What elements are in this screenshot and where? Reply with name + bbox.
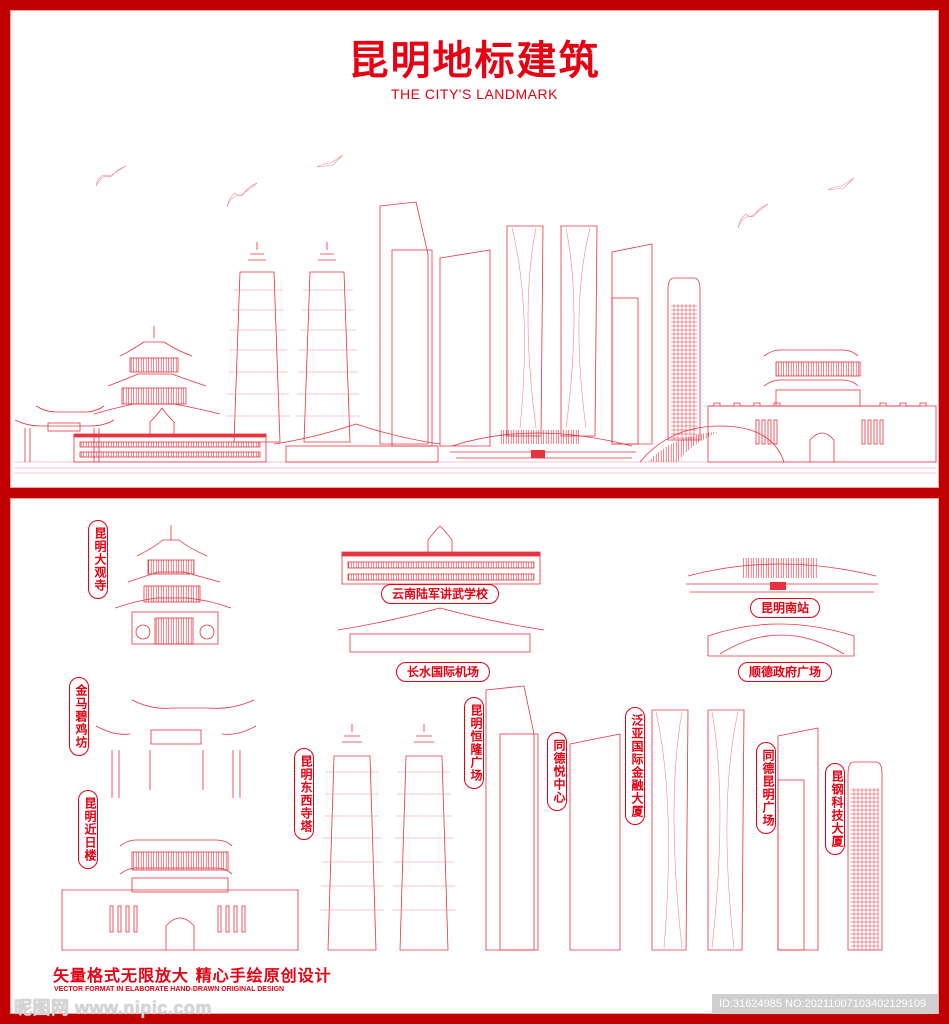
skyline-fanya-twin-towers xyxy=(506,225,598,437)
shunde-plaza-illustration xyxy=(707,623,855,657)
daguan-pavilion-illustration xyxy=(114,525,232,645)
skyline-dongxi-pagodas xyxy=(226,242,360,443)
skyline-jinri-tower xyxy=(707,349,937,463)
label-fanya: 泛亚国际金融大厦 xyxy=(625,707,645,825)
label-dongxi: 昆明东西寺塔 xyxy=(294,748,314,840)
label-jiangwu: 云南陆军讲武学校 xyxy=(381,584,500,604)
skyline-panel xyxy=(10,10,939,488)
ground-lines xyxy=(14,461,936,474)
jiangwu-school-illustration xyxy=(341,525,541,585)
slogan-english: VECTOR FORMAT IN ELABORATE HAND-DRAWN OR… xyxy=(54,986,285,993)
page-title: 昆明地标建筑 xyxy=(348,38,601,84)
henglong-tower-illustration xyxy=(485,685,539,951)
label-tongde-yue: 同德悦中心 xyxy=(547,732,567,811)
jinma-archway-illustration xyxy=(95,699,257,798)
skyline-tongde-yue-tower xyxy=(439,249,491,447)
airport-illustration xyxy=(337,607,545,653)
label-tongde-km: 同德昆明广场 xyxy=(756,742,776,834)
skyline-airport xyxy=(273,423,441,463)
slogan-chinese: 矢量格式无限放大 精心手绘原创设计 xyxy=(53,966,332,985)
skyline-tongde-km-tower xyxy=(611,243,653,445)
skyline-south-station xyxy=(450,430,636,459)
label-south-station: 昆明南站 xyxy=(750,598,821,618)
bird-icons xyxy=(95,154,855,229)
tongde-km-tower-illustration xyxy=(777,727,819,951)
south-station-illustration xyxy=(686,558,878,593)
tongde-yue-tower-illustration xyxy=(569,733,621,951)
page-subtitle: THE CITY'S LANDMARK xyxy=(391,86,558,102)
label-kungang: 昆钢科技大厦 xyxy=(825,763,845,855)
label-airport: 长水国际机场 xyxy=(396,662,491,682)
label-jinma: 金马碧鸡坊 xyxy=(69,677,89,756)
label-henglong: 昆明恒隆广场 xyxy=(464,697,484,789)
fanya-twin-towers-illustration xyxy=(651,709,745,951)
nipic-watermark: 昵图网 www.nipic.com xyxy=(14,998,212,1018)
skyline-kungang-tower xyxy=(667,277,701,441)
skyline-jiangwu-school xyxy=(73,407,267,463)
label-daguan: 昆明大观寺 xyxy=(88,520,108,599)
skyline-daguan-pavilion xyxy=(93,326,221,415)
skyline-shunde-plaza xyxy=(639,425,785,463)
jinri-tower-illustration xyxy=(61,839,299,951)
label-jinri: 昆明近日楼 xyxy=(78,790,98,869)
label-shunde: 顺德政府广场 xyxy=(738,662,833,682)
kungang-tower-illustration xyxy=(847,761,883,951)
dongxi-pagodas-illustration xyxy=(320,724,456,951)
skyline-henglong-tower xyxy=(379,201,433,447)
id-badge: ID:31624985 NO:20211007103402129109 xyxy=(712,994,938,1014)
